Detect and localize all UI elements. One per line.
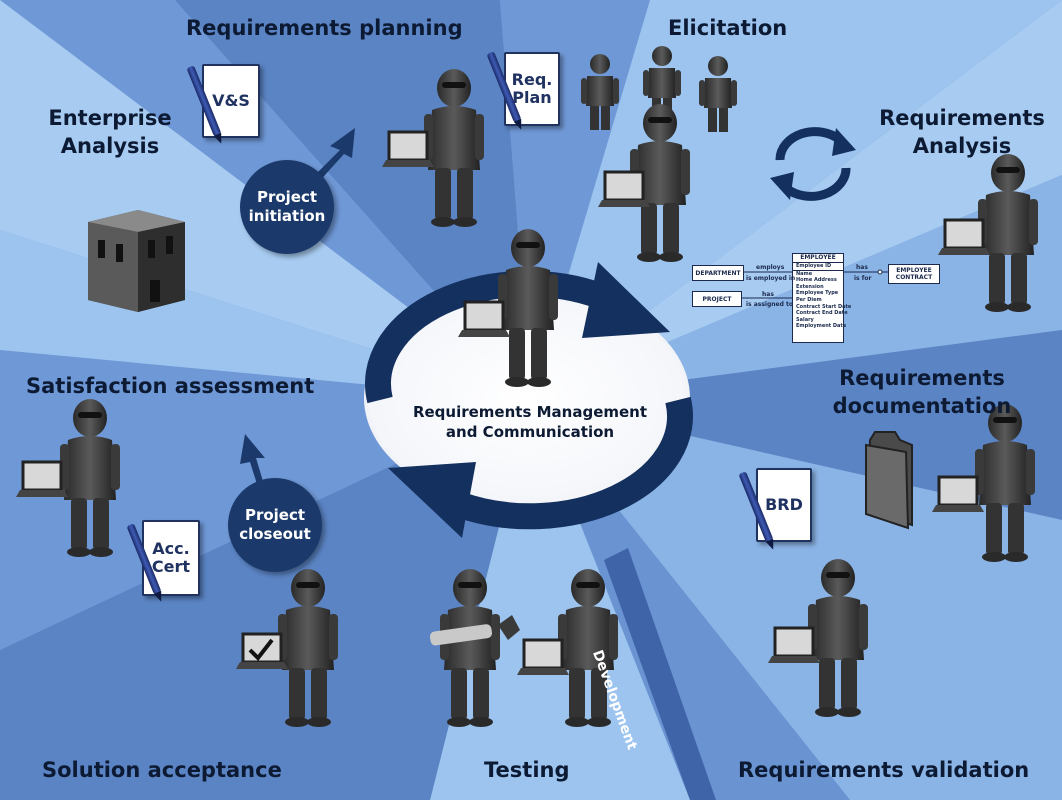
acc-cert-line2: Cert bbox=[151, 557, 191, 576]
vs-document-label: V&S bbox=[212, 90, 250, 110]
project-initiation-line1: Project bbox=[256, 188, 318, 206]
acc-cert-line1: Acc. bbox=[152, 538, 190, 558]
label-requirements-documentation: Requirements documentation bbox=[812, 364, 1032, 420]
er-employee-header: EMPLOYEE bbox=[793, 254, 843, 263]
label-requirements-analysis-line1: Requirements bbox=[879, 106, 1045, 130]
er-employee-field: Per Diem bbox=[796, 296, 822, 303]
er-employee-field: Name bbox=[796, 270, 813, 277]
label-requirements-documentation-line2: documentation bbox=[832, 394, 1012, 418]
er-employee-contract-entity: EMPLOYEE CONTRACT bbox=[888, 264, 940, 284]
er-employee-contract-line1: EMPLOYEE bbox=[896, 267, 932, 274]
er-relation-label: employs bbox=[756, 264, 785, 271]
project-closeout-line1: Project bbox=[244, 506, 306, 524]
acc-cert-document: Acc. Cert bbox=[142, 520, 200, 596]
er-project-entity: PROJECT bbox=[692, 291, 742, 307]
er-relation-label: has bbox=[856, 264, 868, 271]
er-employee-entity: EMPLOYEE Employee ID Name Home Address E… bbox=[792, 253, 852, 343]
label-requirements-validation: Requirements validation bbox=[738, 758, 1030, 782]
er-employee-field: Extension bbox=[796, 283, 824, 290]
er-employee-field: Employee Type bbox=[796, 290, 839, 297]
er-relation-label: has bbox=[762, 291, 774, 298]
label-satisfaction-assessment: Satisfaction assessment bbox=[26, 374, 315, 398]
label-enterprise-analysis-line1: Enterprise bbox=[48, 106, 172, 130]
brd-document-label: BRD bbox=[765, 494, 803, 514]
er-employee-field: Employee ID bbox=[793, 263, 843, 271]
label-requirements-analysis-line2: Analysis bbox=[912, 134, 1012, 158]
req-plan-document: Req. Plan bbox=[504, 52, 560, 126]
label-requirements-analysis: Requirements Analysis bbox=[862, 104, 1062, 160]
label-requirements-documentation-line1: Requirements bbox=[839, 366, 1005, 390]
er-employee-field: Contract Start Date bbox=[796, 303, 852, 310]
er-employee-field: Employment Date bbox=[796, 323, 847, 330]
project-initiation-bubble: Project initiation bbox=[240, 160, 334, 254]
center-label-line2: and Communication bbox=[445, 423, 615, 441]
er-relation-label: is employed in bbox=[746, 275, 796, 282]
label-enterprise-analysis: Enterprise Analysis bbox=[20, 104, 200, 160]
er-employee-field: Contract End Date bbox=[796, 310, 848, 317]
label-enterprise-analysis-line2: Analysis bbox=[60, 134, 160, 158]
label-solution-acceptance: Solution acceptance bbox=[42, 758, 282, 782]
project-closeout-line2: closeout bbox=[239, 525, 311, 543]
er-employee-field: Salary bbox=[796, 316, 814, 323]
req-plan-line2: Plan bbox=[512, 88, 552, 107]
er-department-entity: DEPARTMENT bbox=[692, 265, 744, 281]
req-plan-line1: Req. bbox=[511, 69, 553, 89]
label-testing: Testing bbox=[484, 758, 570, 782]
er-employee-field: Home Address bbox=[796, 277, 837, 284]
center-label-line1: Requirements Management bbox=[412, 403, 648, 421]
project-initiation-line2: initiation bbox=[248, 207, 326, 225]
er-relation-label: is assigned to bbox=[746, 301, 793, 308]
er-employee-contract-line2: CONTRACT bbox=[895, 274, 933, 281]
center-label: Requirements Management and Communicatio… bbox=[392, 402, 668, 442]
er-relation-label: is for bbox=[854, 275, 872, 282]
project-closeout-bubble: Project closeout bbox=[228, 478, 322, 572]
label-requirements-planning: Requirements planning bbox=[186, 16, 463, 40]
label-elicitation: Elicitation bbox=[668, 16, 788, 40]
